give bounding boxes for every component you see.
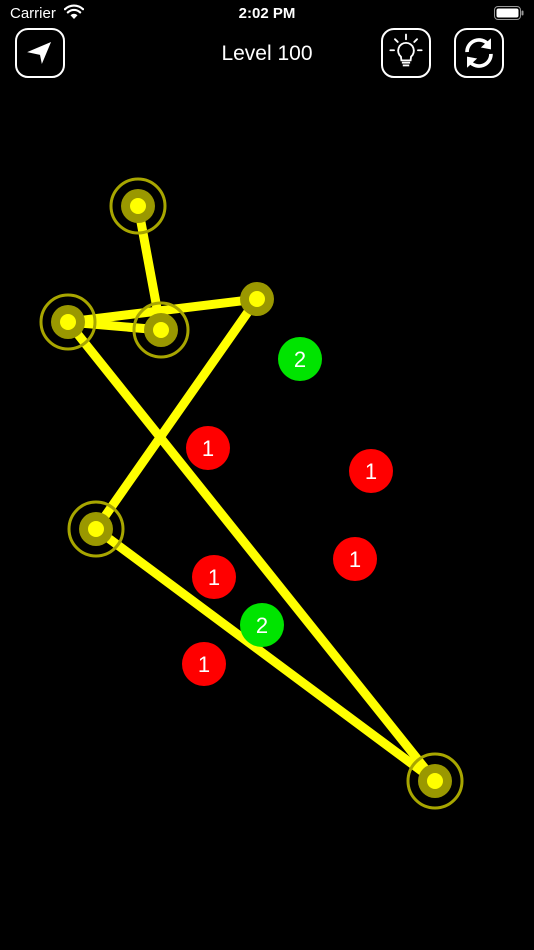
back-button[interactable]	[15, 28, 65, 78]
status-bar: Carrier 2:02 PM	[0, 0, 534, 28]
count-badge: 2	[240, 603, 284, 647]
badge-label: 1	[208, 565, 220, 590]
badge-label: 1	[349, 547, 361, 572]
node[interactable]	[240, 282, 274, 316]
connection-line	[63, 317, 440, 786]
refresh-icon	[465, 38, 493, 68]
node[interactable]	[39, 293, 97, 351]
connection-line	[91, 294, 262, 534]
node[interactable]	[132, 301, 190, 359]
badge-label: 1	[202, 436, 214, 461]
connection-line	[63, 294, 262, 327]
level-title: Level 100	[221, 42, 313, 65]
badge-label: 2	[256, 613, 268, 638]
connection-lines	[63, 201, 440, 786]
hint-button[interactable]	[381, 28, 431, 78]
carrier-label: Carrier	[10, 5, 56, 22]
badge-label: 2	[294, 347, 306, 372]
count-badge: 1	[333, 537, 377, 581]
restart-button[interactable]	[454, 28, 504, 78]
badge-label: 1	[365, 459, 377, 484]
badge-label: 1	[198, 652, 210, 677]
wifi-icon	[64, 4, 84, 19]
node[interactable]	[406, 752, 464, 810]
node[interactable]	[109, 177, 167, 235]
node-layer	[39, 177, 464, 810]
back-arrow-icon	[27, 41, 52, 65]
battery-icon	[494, 6, 524, 20]
node[interactable]	[67, 500, 125, 558]
count-badge: 1	[182, 642, 226, 686]
count-badge: 2	[278, 337, 322, 381]
lightbulb-icon	[389, 33, 423, 67]
count-badge: 1	[192, 555, 236, 599]
clock: 2:02 PM	[238, 5, 296, 22]
count-badge: 1	[186, 426, 230, 470]
count-badge: 1	[349, 449, 393, 493]
connection-line	[91, 524, 440, 786]
badge-layer: 2 1 1 1 1 2 1	[182, 337, 393, 686]
